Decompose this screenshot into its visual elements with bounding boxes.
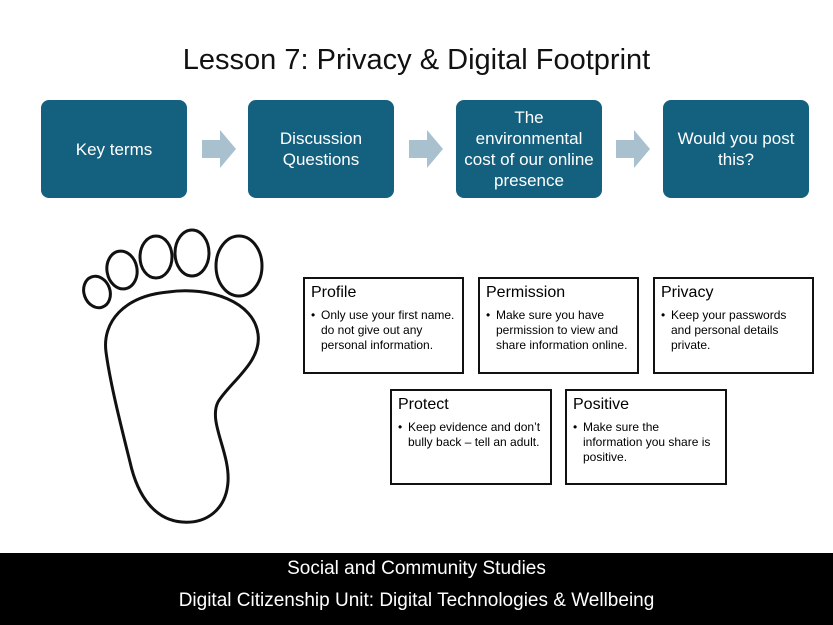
- card-positive: Positive • Make sure the information you…: [565, 389, 727, 485]
- card-title: Protect: [398, 396, 449, 413]
- card-bullet-item: • Keep your passwords and personal detai…: [661, 308, 806, 353]
- card-profile: Profile • Only use your first name. do n…: [303, 277, 464, 374]
- card-text: Keep your passwords and personal details…: [671, 308, 787, 352]
- arrow-right-icon: [202, 130, 236, 168]
- arrow-right-icon: [409, 130, 443, 168]
- page-title: Lesson 7: Privacy & Digital Footprint: [182, 44, 651, 76]
- card-text: Make sure you have permission to view an…: [496, 308, 628, 352]
- step-label: Key terms: [75, 139, 153, 159]
- card-title: Permission: [486, 284, 566, 301]
- card-title: Positive: [573, 396, 630, 413]
- footer-unit: Digital Citizenship Unit: Digital Techno…: [178, 590, 655, 611]
- card-text: Keep evidence and don’t bully back – tel…: [408, 420, 541, 449]
- card-text: Make sure the information you share is p…: [583, 420, 711, 464]
- card-text: Only use your first name. do not give ou…: [321, 308, 455, 352]
- footer-subject: Social and Community Studies: [287, 558, 546, 579]
- card-title: Profile: [311, 284, 357, 301]
- card-bullet-item: • Make sure the information you share is…: [573, 420, 719, 465]
- bullet-icon: •: [573, 420, 578, 434]
- step-key-terms[interactable]: Key terms: [41, 100, 187, 198]
- step-label: Would you post this?: [677, 129, 795, 169]
- card-bullet-item: • Only use your first name. do not give …: [311, 308, 456, 353]
- card-privacy: Privacy • Keep your passwords and person…: [653, 277, 814, 374]
- bullet-icon: •: [398, 420, 403, 434]
- footer-bar: Social and Community Studies Digital Cit…: [0, 553, 833, 625]
- card-bullet-item: • Make sure you have permission to view …: [486, 308, 631, 353]
- bullet-icon: •: [486, 308, 491, 322]
- step-would-you-post[interactable]: Would you post this?: [663, 100, 809, 198]
- step-discussion-questions[interactable]: Discussion Questions: [248, 100, 394, 198]
- arrow-right-icon: [616, 130, 650, 168]
- card-protect: Protect • Keep evidence and don’t bully …: [390, 389, 552, 485]
- step-label: Discussion Questions: [279, 129, 363, 169]
- card-bullet-item: • Keep evidence and don’t bully back – t…: [398, 420, 544, 450]
- footprint-icon: [82, 228, 264, 524]
- card-permission: Permission • Make sure you have permissi…: [478, 277, 639, 374]
- step-environmental-cost[interactable]: The environmental cost of our online pre…: [456, 100, 602, 198]
- step-label: The environmental cost of our online pre…: [464, 108, 594, 190]
- bullet-icon: •: [661, 308, 666, 322]
- card-title: Privacy: [661, 284, 714, 301]
- bullet-icon: •: [311, 308, 316, 322]
